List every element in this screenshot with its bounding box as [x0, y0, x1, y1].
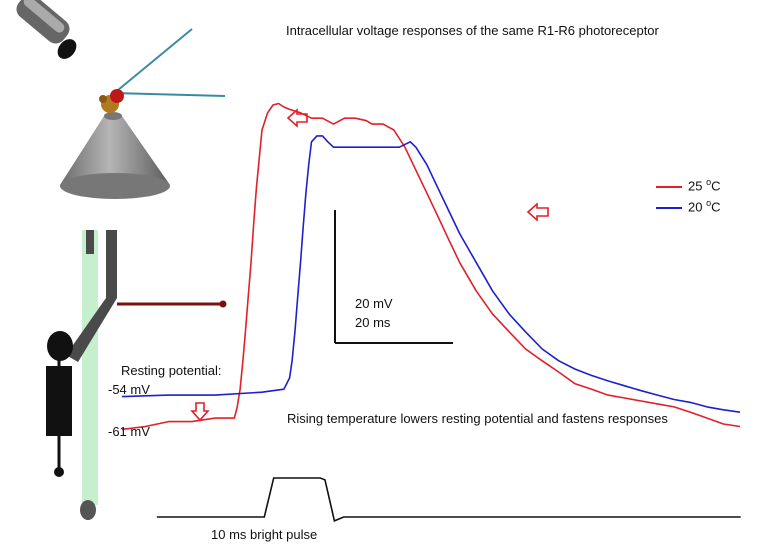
arrow-markers [190, 108, 549, 422]
scale-bar [334, 210, 453, 344]
photoreceptor-schematic [46, 230, 227, 520]
legend-swatch-25c [656, 185, 682, 188]
electrode-illustration [111, 28, 226, 97]
legend-label-20c: 20 [688, 199, 703, 215]
stimulus-layer [156, 477, 741, 523]
legend-unit-20c: o [706, 198, 712, 208]
legend-unit-c-25c: C [711, 178, 721, 194]
stimulus-trace [156, 477, 741, 523]
resting-value-20c: -54 mV [108, 382, 150, 397]
series-layer [121, 102, 741, 431]
scale-bar-time-label: 20 ms [355, 315, 391, 330]
resting-potential-label: Resting potential: [121, 363, 222, 378]
annotation-text: Rising temperature lowers resting potent… [287, 411, 668, 426]
arrow-icon-falling [526, 202, 549, 222]
series-line-20c [121, 135, 741, 413]
legend-entry-20c: 20 oC [656, 196, 721, 214]
resting-value-25c: -61 mV [108, 424, 150, 439]
stimulus-label: 10 ms bright pulse [211, 527, 318, 542]
legend-unit-25c: o [706, 177, 712, 187]
objective-lens-illustration [16, 0, 77, 59]
legend-label-25c: 25 [688, 178, 703, 194]
legend-unit-c-20c: C [711, 199, 721, 215]
chart-title: Intracellular voltage responses of the s… [286, 23, 659, 38]
scale-bar-voltage-label: 20 mV [355, 296, 393, 311]
arrow-icon-down [190, 402, 210, 422]
fly-on-cone-illustration [60, 89, 170, 199]
legend-swatch-20c [656, 206, 682, 209]
arrow-icon-rising [286, 108, 308, 128]
series-line-25c [121, 102, 741, 431]
legend-entry-25c: 25 oC [656, 175, 721, 193]
